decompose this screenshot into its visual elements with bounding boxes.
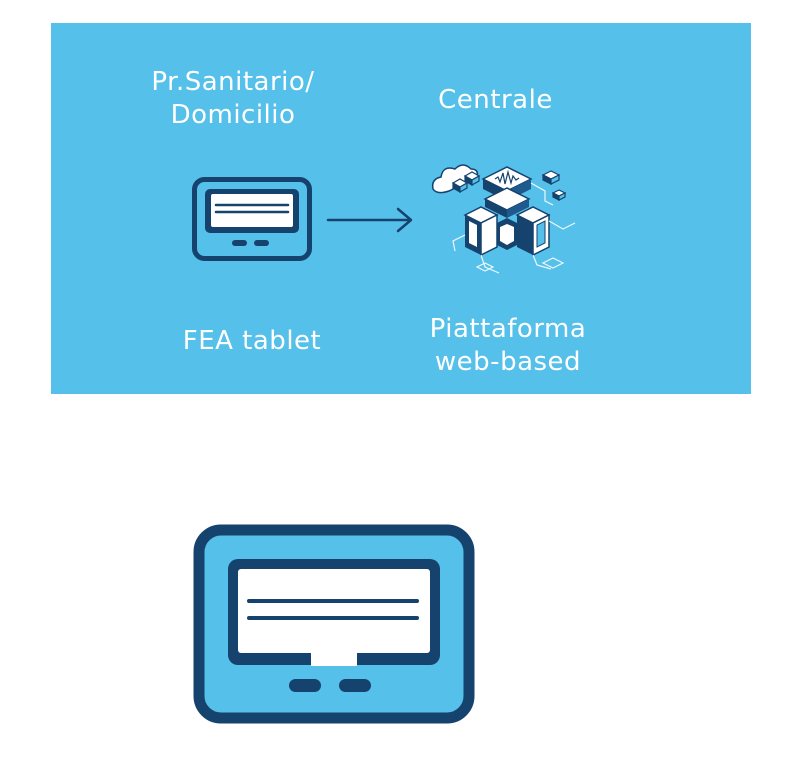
tablet-label: FEA tablet (182, 326, 322, 356)
diagram-panel (51, 23, 751, 394)
small-tablet-icon (192, 177, 312, 261)
server-platform-icon (431, 164, 576, 274)
origin-label: Pr.Sanitario/ Domicilio (151, 67, 315, 130)
large-tablet-icon (193, 524, 475, 724)
platform-label: Piattaforma web-based (429, 314, 587, 377)
central-label: Centrale (438, 85, 553, 115)
arrow-right-icon (326, 207, 413, 233)
